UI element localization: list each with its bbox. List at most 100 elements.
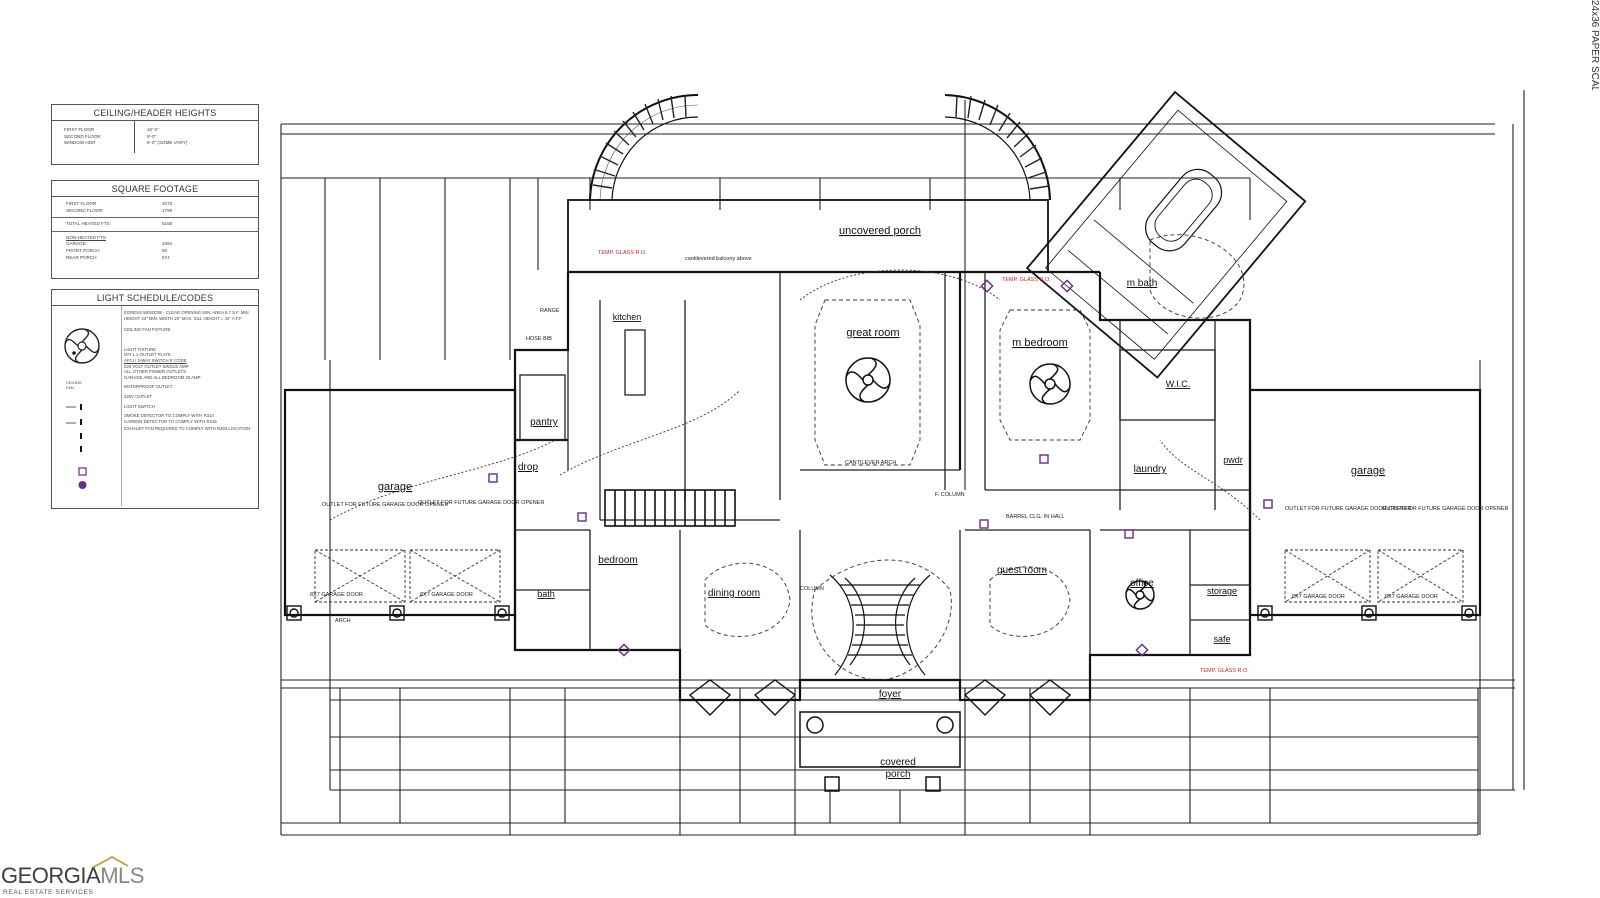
room-label-pantry: pantry bbox=[530, 417, 558, 428]
ceiling-row-label: SECOND FLOOR bbox=[64, 133, 101, 139]
room-label-great-room: great room bbox=[846, 327, 899, 339]
ceiling-row-value: 8'-0" (SOME VARY) bbox=[147, 140, 188, 145]
room-label-wic: W.I.C. bbox=[1166, 379, 1191, 389]
switch-icon bbox=[66, 419, 82, 425]
room-label-drop: drop bbox=[518, 462, 538, 473]
room-label-garage-left: garage bbox=[378, 481, 412, 493]
garage-doors bbox=[314, 549, 1464, 603]
room-label-bath: bath bbox=[537, 589, 555, 599]
room-label-bedroom: bedroom bbox=[598, 555, 637, 566]
room-label-m-bath: m bath bbox=[1127, 278, 1158, 289]
smoke-detector-icon bbox=[488, 279, 1273, 657]
light-schedule-symbols: CEILING FAN bbox=[64, 306, 122, 506]
note-outlet: OUTLET FOR FUTURE GARAGE DOOR OPENER bbox=[1285, 506, 1411, 512]
roof-icon bbox=[91, 855, 129, 869]
legend-item: EXHAUST FAN REQUIRED TO COMPLY WITH R303… bbox=[124, 426, 251, 432]
room-label-garage-right: garage bbox=[1351, 465, 1385, 477]
legend-item: LIGHT FIXTURE bbox=[124, 346, 157, 352]
room-labels: uncovered porch great room kitchen pantr… bbox=[378, 225, 1385, 780]
dimension-lines bbox=[280, 90, 1525, 836]
legend-item: WATERPROOF OUTLET bbox=[124, 384, 173, 390]
legend-symbol-label: CEILING bbox=[66, 380, 82, 385]
note-f-column: F. COLUMN bbox=[935, 492, 965, 498]
logo-subtitle: REAL ESTATE SERVICES bbox=[3, 889, 94, 896]
georgia-mls-logo: GEORGIAMLS REAL ESTATE SERVICES bbox=[0, 853, 144, 898]
note-cantilever-arch: CANTILEVER ARCH bbox=[845, 460, 896, 466]
room-label-dining-room: dining room bbox=[708, 588, 760, 599]
note-range: RANGE bbox=[540, 308, 560, 314]
room-label-office: office bbox=[1130, 578, 1154, 589]
sheet-scale-label: 24x36 PAPER SCALE bbox=[1589, 0, 1600, 90]
room-label-safe: safe bbox=[1213, 634, 1230, 644]
note-column: COLUMN bbox=[800, 586, 824, 592]
interior-walls bbox=[515, 272, 1250, 680]
kitchen-island bbox=[624, 329, 646, 396]
legend-item: CARBON DETECTOR TO COMPLY WITH R315 bbox=[124, 418, 217, 424]
switch-icon bbox=[80, 446, 82, 452]
note-outlet: OUTLET FOR FUTURE GARAGE DOOR OPENER bbox=[418, 500, 544, 506]
room-label-pwdr: pwdr bbox=[1223, 455, 1243, 465]
kitchen-stair bbox=[604, 489, 736, 527]
ceiling-row-value: 9'-0" bbox=[147, 133, 157, 139]
room-label-guest-room: guest room bbox=[997, 565, 1047, 576]
ceiling-row-label: FIRST FLOOR bbox=[64, 127, 95, 132]
ceiling-row-value: 10'-0" bbox=[147, 127, 159, 132]
room-label-foyer: foyer bbox=[879, 689, 902, 700]
note-garage-door: 8X7 GARAGE DOOR bbox=[310, 592, 363, 598]
note-garage-door: 8X7 GARAGE DOOR bbox=[1292, 594, 1345, 600]
curved-stair-right bbox=[944, 94, 1051, 201]
legend-item: 220 VOLT OUTLET SINGLE AMP bbox=[124, 363, 189, 369]
note-outlet: OUTLET FOR FUTURE GARAGE DOOR OPENER bbox=[1382, 506, 1508, 512]
ceiling-outlines bbox=[329, 234, 1261, 681]
uncovered-porch-outline bbox=[567, 199, 1049, 273]
light-schedule-table: LIGHT SCHEDULE/CODES CEILING FAN EGRESS … bbox=[51, 289, 259, 509]
curved-stair-left bbox=[589, 94, 699, 201]
ceiling-row-label: WINDOW HDR bbox=[64, 140, 96, 145]
ceiling-fan-icon bbox=[64, 328, 100, 364]
room-label-uncovered-porch: uncovered porch bbox=[839, 225, 921, 237]
ceiling-fan-icon bbox=[72, 351, 1155, 610]
square-footage-title: SQUARE FOOTAGE bbox=[52, 181, 258, 197]
carbon-detector-icon bbox=[78, 481, 87, 489]
switch-3way-icon bbox=[66, 404, 82, 410]
legend-item: ALL OTHER POWER OUTLETS bbox=[124, 369, 187, 375]
logo-brand: GEORGIAMLS bbox=[1, 863, 144, 888]
covered-porch-text: porch bbox=[885, 769, 910, 780]
legend-symbol-label: FAN bbox=[66, 385, 74, 390]
note-outlet: OUTLET FOR FUTURE GARAGE DOOR OPENER bbox=[322, 502, 448, 508]
legend-item: CEILING FAN FIXTURE bbox=[124, 327, 171, 333]
room-label-m-bedroom: m bedroom bbox=[1012, 337, 1068, 349]
legend-item: 220V OUTLET bbox=[124, 393, 153, 399]
note-garage-door: 8X7 GARAGE DOOR bbox=[420, 592, 473, 598]
bay-windows bbox=[688, 679, 1072, 716]
note-temp-glass: TEMP. GLASS R.O. bbox=[1200, 668, 1249, 674]
ceiling-header-title: CEILING/HEADER HEIGHTS bbox=[52, 105, 258, 121]
legend-item: GFI 1.1 OUTLET PLATE bbox=[124, 352, 171, 358]
plan-notes: OUTLET FOR FUTURE GARAGE DOOR OPENER OUT… bbox=[310, 250, 1508, 674]
light-schedule-text: EGRESS WINDOW - CLEAR OPENING MIN. AREA … bbox=[124, 310, 256, 432]
legend-item: AFCI / 3-WAY SWITCH 8' CODE bbox=[124, 357, 187, 363]
legend-item: LIGHT SWITCH bbox=[124, 403, 155, 409]
note-hose-bib: HOSE BIB bbox=[526, 336, 552, 342]
switch-icon bbox=[80, 433, 82, 439]
note-balcony: cantilevered balcony above bbox=[685, 256, 752, 262]
front-porch bbox=[799, 711, 961, 792]
legend-item: GARAGE AND ALL BEDROOM 20 AMP bbox=[124, 374, 201, 380]
light-schedule-title: LIGHT SCHEDULE/CODES bbox=[52, 290, 258, 306]
ceiling-header-table: CEILING/HEADER HEIGHTS FIRST FLOOR SECON… bbox=[51, 104, 259, 165]
covered-porch-text: covered bbox=[880, 757, 916, 768]
room-label-kitchen: kitchen bbox=[613, 312, 642, 322]
garage-posts bbox=[286, 605, 1477, 621]
sqft-row: NON-HEATED FTS bbox=[66, 234, 106, 240]
foyer-stair bbox=[829, 574, 931, 676]
smoke-detector-icon bbox=[78, 467, 87, 476]
